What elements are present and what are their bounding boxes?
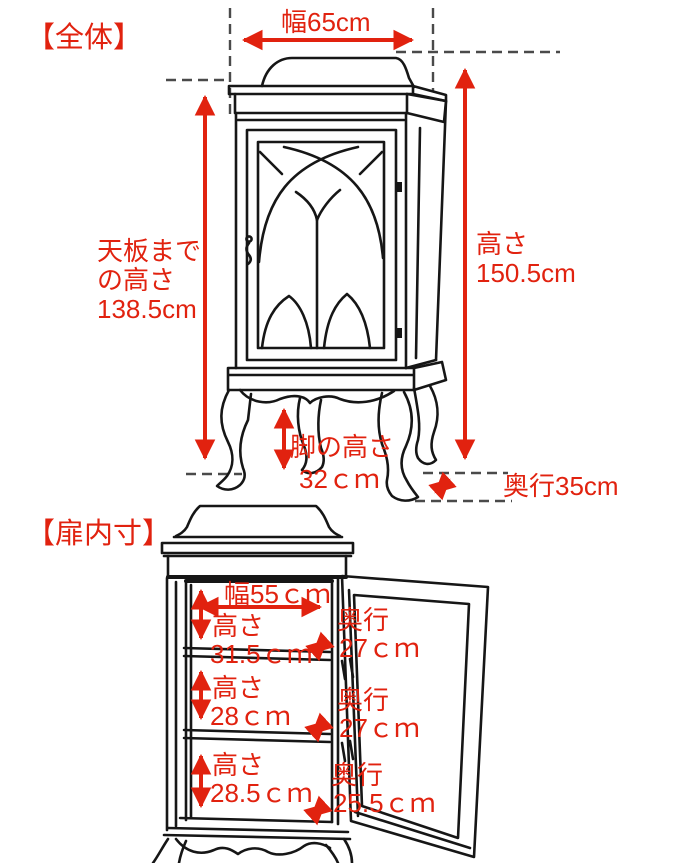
label-topheight-value: 138.5cm	[97, 294, 197, 324]
shelf3-height-value: 28.5ｃｍ	[210, 778, 313, 808]
tracery-corner-right	[358, 150, 384, 176]
gothic-tracery	[257, 145, 385, 350]
inside-labels: 【扉内寸】 幅55ｃｍ 高さ 31.5ｃｍ 奥行 27ｃｍ 高さ 28ｃｍ 奥行…	[26, 517, 436, 818]
label-height: 高さ	[476, 229, 528, 259]
tracery-arch-left	[257, 145, 360, 264]
overall-title: 【全体】	[26, 21, 142, 54]
keyhole-icon	[245, 235, 253, 266]
ditto-mark-2	[340, 739, 355, 763]
cabinet-overall-art	[215, 56, 448, 502]
overall-dimension-arrows	[194, 29, 476, 501]
shelf-2	[182, 728, 332, 744]
hinge-bottom	[397, 328, 402, 338]
door-inner-panel	[352, 593, 471, 840]
inside-left-side	[165, 576, 178, 832]
shelf1-height-value: 31.5ｃｍ	[210, 639, 313, 669]
glass-door-frame	[245, 128, 398, 362]
arrow-depth-35	[428, 471, 457, 501]
tracery-lancet-left	[260, 294, 313, 350]
overall-guide-dashes	[166, 8, 560, 503]
overall-labels: 【全体】 幅65cm 高さ 150.5cm 天板まで の高さ 138.5cm 脚…	[26, 7, 619, 501]
inside-apron	[174, 837, 332, 856]
shelf1-depth-label: 奥行	[337, 605, 389, 635]
shelf3-height-label: 高さ	[212, 750, 264, 780]
label-depth-35: 奥行35cm	[503, 471, 619, 501]
door-bottom-edge	[353, 810, 472, 850]
ditto-mark-1	[340, 657, 355, 681]
shelf2-height-value: 28ｃｍ	[210, 701, 291, 731]
tracery-arch-right	[282, 145, 385, 260]
cabinet-frieze	[233, 92, 409, 115]
leg-back-right	[412, 384, 439, 466]
shelf2-depth-label: 奥行	[337, 685, 389, 715]
inside-leg-right	[324, 837, 354, 863]
interior-left-wall	[184, 579, 193, 822]
leg-front-right	[377, 390, 420, 502]
cabinet-bottom-board	[226, 366, 416, 392]
tracery-lancet-right	[322, 292, 372, 350]
door-hinge-edge	[347, 588, 360, 818]
shelf1-height-label: 高さ	[212, 611, 264, 641]
inside-frieze-edges	[166, 554, 348, 578]
leg-front-left	[215, 388, 253, 491]
cabriole-legs	[215, 384, 439, 502]
cabinet-apron	[238, 388, 396, 405]
label-width-65: 幅65cm	[281, 7, 371, 37]
door-outer-frame	[340, 574, 490, 859]
label-height-value: 150.5cm	[476, 258, 576, 288]
shelf2-depth-value: 27ｃｍ	[339, 713, 420, 743]
inside-dimension-arrows	[190, 588, 335, 826]
cabinet-inside-art	[151, 504, 490, 863]
arrow-shelf1-depth	[305, 631, 335, 662]
shelf2-height-label: 高さ	[212, 673, 264, 703]
cabinet-side-panel	[404, 126, 438, 370]
label-topheight-2: の高さ	[97, 265, 175, 295]
inside-right-side	[330, 576, 340, 826]
open-door	[340, 574, 490, 859]
cabinet-top-board	[227, 84, 415, 96]
cabinet-side-back-edge	[434, 99, 448, 362]
cabinet-frieze-side	[405, 92, 448, 124]
door-inside-section: 【扉内寸】 幅55ｃｍ 高さ 31.5ｃｍ 奥行 27ｃｍ 高さ 28ｃｍ 奥行…	[26, 504, 490, 863]
shelf1-depth-value: 27ｃｍ	[339, 633, 420, 663]
hinge-top	[397, 182, 402, 192]
interior-floor	[178, 816, 334, 824]
keyhole-drop	[245, 241, 253, 266]
shelf3-depth-label: 奥行	[331, 760, 383, 790]
glass-door-pane	[256, 140, 386, 350]
leg-back-left	[296, 396, 326, 475]
label-leg-height-value: 32ｃｍ	[299, 464, 380, 494]
label-topheight-1: 天板まで	[97, 236, 201, 266]
shelf3-depth-value: 25.5ｃｍ	[333, 788, 436, 818]
cabinet-crown	[260, 56, 416, 89]
inside-crown	[174, 504, 342, 538]
overall-section: 【全体】 幅65cm 高さ 150.5cm 天板まで の高さ 138.5cm 脚…	[26, 7, 619, 503]
inside-title: 【扉内寸】	[26, 517, 171, 550]
keyhole-top	[245, 235, 253, 243]
inside-bottom-rail	[162, 826, 352, 841]
arrow-shelf2-depth	[304, 712, 334, 743]
tracery-center-point	[294, 188, 342, 222]
inside-leg-left	[151, 837, 188, 863]
arrow-shelf3-depth	[303, 795, 333, 826]
label-inner-width: 幅55ｃｍ	[224, 579, 331, 609]
label-leg-height: 脚の高さ	[290, 432, 394, 462]
inside-top-board	[160, 541, 355, 558]
tracery-corner-left	[258, 150, 284, 176]
